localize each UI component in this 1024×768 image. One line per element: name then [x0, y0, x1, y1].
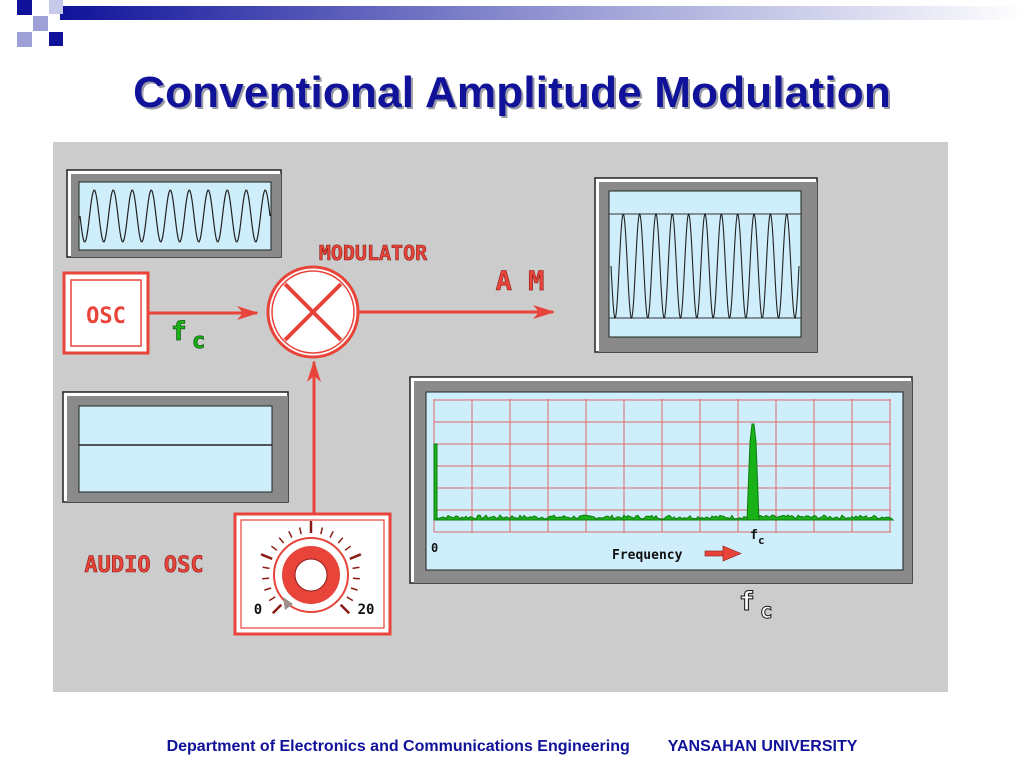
- modulator-label: MODULATOR: [319, 241, 428, 265]
- dial-tick: [271, 603, 283, 615]
- dial-tick: [349, 553, 362, 561]
- dial-tick: [329, 530, 334, 538]
- am-output-arrow: [358, 305, 555, 319]
- slide-title: Conventional Amplitude Modulation: [133, 68, 891, 117]
- dial-tick: [288, 530, 293, 538]
- dial-tick: [337, 537, 344, 544]
- footer-university: YANSAHAN UNIVERSITY: [667, 738, 858, 755]
- audio-arrow: [307, 360, 321, 514]
- dial-tick: [352, 566, 360, 570]
- dial-tick: [346, 596, 354, 602]
- am-label: A M: [496, 266, 545, 297]
- carrier-f-label: f: [171, 317, 187, 347]
- dial-max-label: 20: [358, 602, 375, 618]
- dial-tick: [268, 596, 276, 602]
- dial-pointer-icon: [283, 597, 293, 610]
- dial-tick: [278, 537, 285, 544]
- dial-ticks: [260, 521, 362, 615]
- spectrum-analyzer: 0 f c Frequency: [409, 376, 913, 584]
- dial-tick: [260, 553, 273, 561]
- dial-tick: [262, 577, 270, 580]
- spectrum-grid: [433, 399, 891, 533]
- fc-bottom-sub-label: c: [760, 599, 773, 623]
- am-scope: [594, 177, 818, 353]
- spectrum-peak-f-label: f: [750, 528, 758, 543]
- carrier-sub-label: c: [192, 329, 205, 354]
- audio-osc-label: AUDIO OSC: [84, 553, 203, 578]
- audio-scope: [62, 391, 289, 503]
- footer: Department of Electronics and Communicat…: [0, 738, 1024, 756]
- osc-box: OSC: [62, 271, 150, 355]
- am-diagram: OSC f c MODULATOR A M: [53, 142, 948, 692]
- dial-tick: [350, 587, 358, 591]
- osc-label: OSC: [86, 304, 126, 329]
- carrier-peak: [746, 423, 760, 521]
- dial-tick: [270, 545, 278, 551]
- top-decoration: [0, 0, 1024, 48]
- fc-bottom-f-label: f: [739, 587, 755, 617]
- dial-tick: [344, 545, 352, 551]
- frequency-label: Frequency: [612, 548, 683, 563]
- footer-department: Department of Electronics and Communicat…: [166, 738, 630, 755]
- dc-spike: [433, 443, 438, 521]
- audio-osc-dial[interactable]: 0 20: [233, 512, 392, 636]
- dial-tick: [298, 527, 302, 535]
- frequency-arrow-icon: [704, 545, 742, 562]
- dial-tick: [262, 566, 270, 570]
- dial-tick: [264, 587, 272, 591]
- carrier-scope: [66, 169, 282, 258]
- dial-min-label: 0: [254, 602, 262, 618]
- modulator: [266, 265, 360, 359]
- spectrum-peak-sub-label: c: [758, 534, 765, 547]
- dial-tick: [339, 603, 351, 615]
- spectrum-zero-label: 0: [431, 541, 438, 555]
- osc-arrow: [148, 306, 259, 320]
- decoration-graphic: [17, 0, 1024, 47]
- dial-tick: [352, 577, 360, 580]
- dial-tick: [320, 527, 324, 535]
- multiplier-x-icon: [283, 282, 343, 342]
